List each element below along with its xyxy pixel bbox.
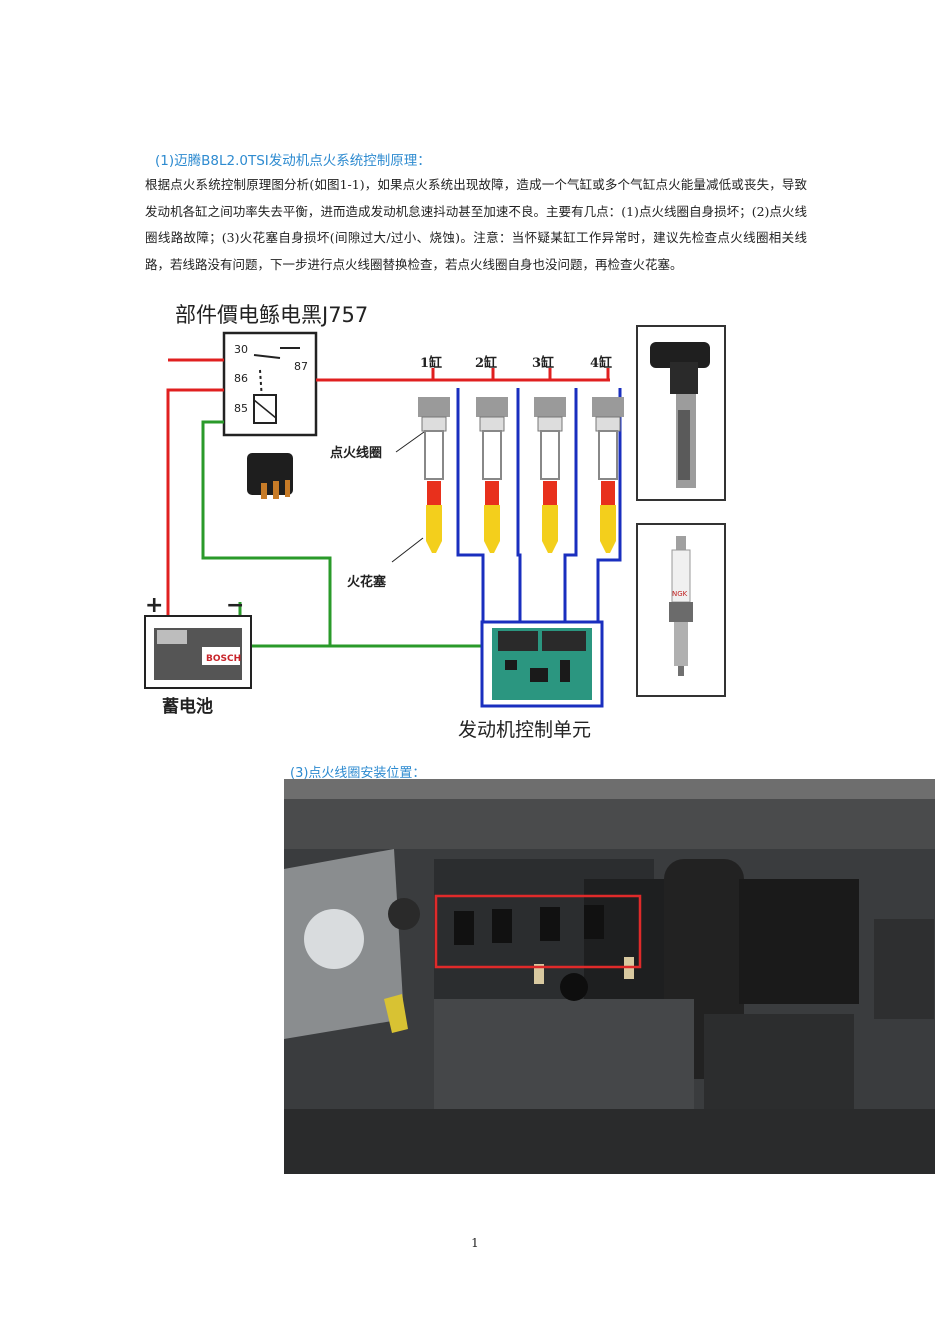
coil-plug-set-2 [476, 397, 508, 553]
spark-plug-photo: NGK [636, 523, 726, 697]
coil-label: 点火线圈 [330, 445, 382, 461]
spark-plug-label: 火花塞 [347, 574, 387, 590]
relay-j757: 30 86 87 85 [222, 331, 318, 437]
battery-plus-sign: + [145, 593, 163, 618]
relay-title: 部件價电鲧电黑J757 [175, 303, 368, 327]
relay-pin-30: 30 [234, 343, 248, 356]
battery-minus-sign: − [226, 593, 244, 618]
battery-brand: BOSCH [206, 654, 241, 664]
coil-plug-set-1 [418, 397, 450, 553]
ignition-coil-photo [636, 325, 726, 501]
relay-photo [247, 453, 293, 499]
cylinder-4-label: 4缸 [590, 355, 612, 371]
battery: BOSCH + − 蓄电池 [144, 593, 252, 717]
engine-control-unit: 发动机控制单元 [458, 620, 604, 741]
cylinder-3-label: 3缸 [532, 355, 554, 371]
battery-label: 蓄电池 [162, 696, 213, 717]
ecu-label: 发动机控制单元 [458, 719, 591, 741]
cylinder-labels: 1缸 2缸 3缸 4缸 [420, 355, 612, 371]
relay-pin-86: 86 [234, 372, 248, 385]
coil-plug-set-3 [534, 397, 566, 553]
spark-plug-brand: NGK [672, 590, 688, 598]
cylinder-2-label: 2缸 [475, 355, 497, 371]
page-number: 1 [471, 1236, 479, 1250]
relay-pin-85: 85 [234, 402, 248, 415]
signal-wiring [456, 388, 622, 622]
ignition-wiring-diagram: 部件價电鲧电黑J757 30 86 87 85 [144, 303, 726, 741]
coil-location-highlight [434, 894, 642, 969]
cylinder-1-label: 1缸 [420, 355, 442, 371]
coil-plug-set-4 [592, 397, 624, 553]
body-paragraph: 根据点火系统控制原理图分析(如图1-1)，如果点火系统出现故障，造成一个气缸或多… [145, 177, 807, 272]
section-heading-coil-location: (3)点火线圈安装位置： [290, 766, 426, 781]
engine-bay-photo [284, 779, 935, 1174]
power-wiring [166, 358, 610, 616]
relay-pin-87: 87 [294, 360, 308, 373]
section-heading-ignition-principle: (1)迈腾B8L2.0TSI发动机点火系统控制原理： [155, 153, 431, 169]
